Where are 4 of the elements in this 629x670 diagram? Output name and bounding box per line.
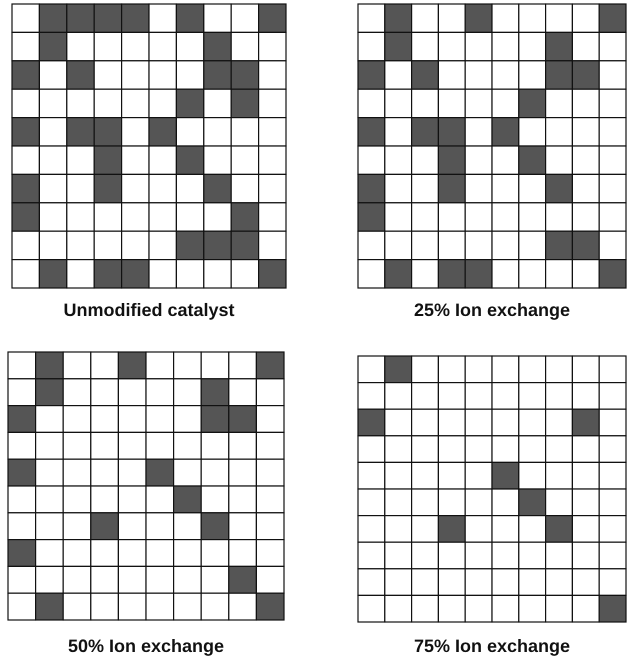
- grid-caption: Unmodified catalyst: [63, 300, 235, 321]
- grid-caption: 25% Ion exchange: [414, 300, 570, 321]
- grid-caption: 75% Ion exchange: [414, 636, 570, 657]
- grid-caption: 50% Ion exchange: [68, 636, 224, 657]
